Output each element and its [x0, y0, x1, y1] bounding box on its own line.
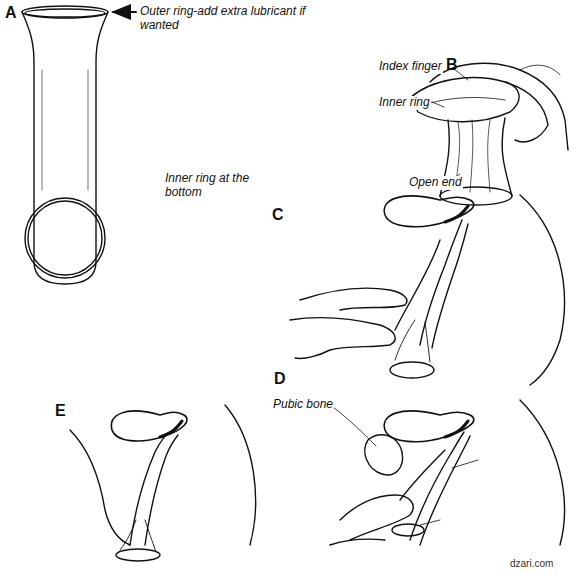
panel-letter: E	[55, 402, 66, 420]
part-label: Index finger	[378, 60, 443, 74]
panel-letter: D	[274, 370, 286, 388]
panel-letter: B	[446, 56, 458, 74]
outer-ring-note: Outer ring-add extra lubricant if wanted	[140, 5, 315, 33]
panel-letter: A	[5, 4, 17, 22]
part-label: Open end	[408, 176, 463, 190]
watermark: dzari.com	[510, 558, 553, 570]
part-label: Inner ring	[378, 96, 431, 110]
condom-figure	[22, 6, 136, 284]
panel-letter: C	[272, 206, 284, 224]
insertion-figure	[290, 195, 564, 385]
in-place-figure	[70, 405, 256, 561]
inner-ring-note: Inner ring at the bottom	[165, 172, 283, 200]
part-label: Pubic bone	[272, 398, 334, 412]
pubic-bone-figure	[330, 400, 564, 545]
